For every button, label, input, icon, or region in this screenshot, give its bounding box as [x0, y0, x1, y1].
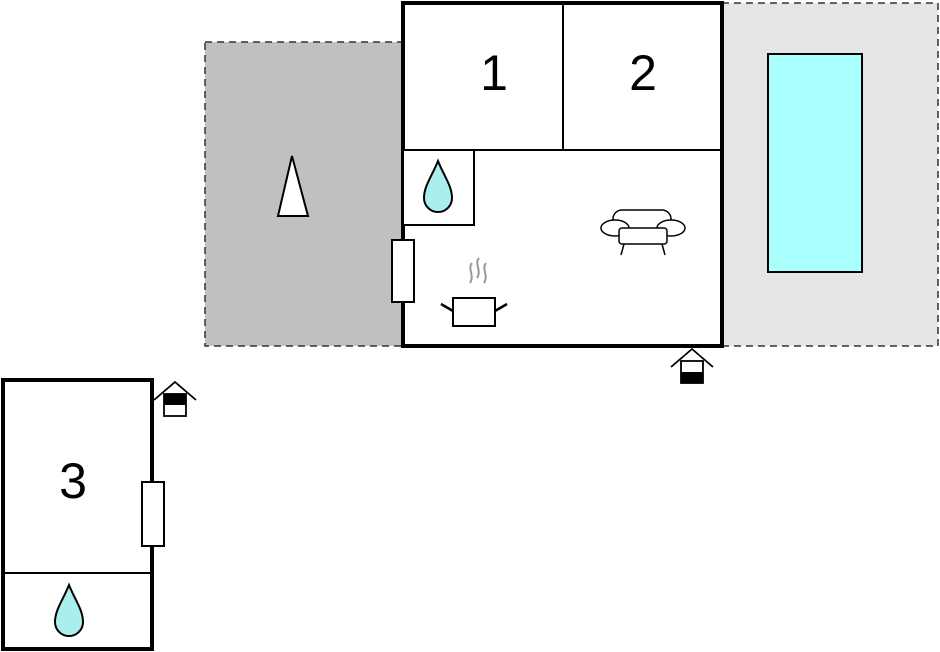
- window-icon: [141, 481, 165, 547]
- water-drop-icon: [53, 582, 85, 637]
- entrance-icon: [670, 347, 714, 384]
- cooking-pot-icon: [440, 257, 508, 327]
- room-label-1: 1: [480, 45, 508, 101]
- entrance-icon: [153, 380, 197, 417]
- room-label-2: 2: [629, 45, 657, 101]
- room-label-3: 3: [59, 453, 87, 509]
- window-icon: [391, 239, 415, 303]
- tree-icon: [276, 155, 310, 217]
- water-drop-icon: [422, 158, 454, 213]
- sofa-icon: [600, 209, 686, 256]
- annex-building: 3: [1, 378, 165, 651]
- pool-icon: [767, 53, 863, 273]
- garden-area: [204, 41, 404, 347]
- main-house: 1 2: [391, 1, 724, 348]
